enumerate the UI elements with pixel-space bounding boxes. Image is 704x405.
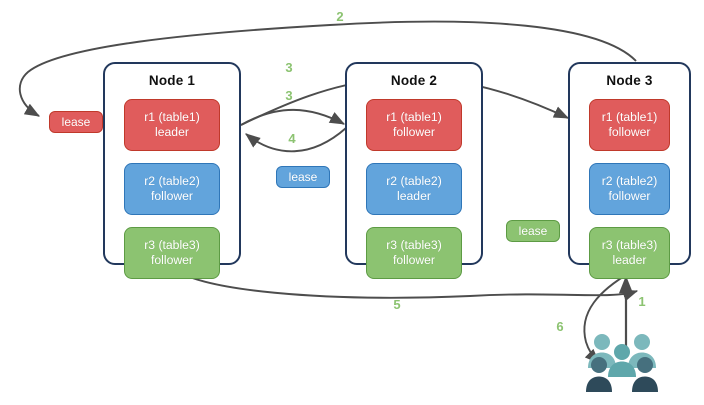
node-1-replica-r3-name: r3 (table3) xyxy=(144,238,200,252)
step-label-3b: 3 xyxy=(285,88,293,103)
people-front-row-bodies xyxy=(586,376,658,392)
node-2-replica-r1[interactable]: r1 (table1) follower xyxy=(366,99,462,151)
node-2-replica-r3[interactable]: r3 (table3) follower xyxy=(366,227,462,279)
step-label-5: 5 xyxy=(393,297,401,312)
node-1-replica-r3-role: follower xyxy=(151,253,193,267)
node-3-replica-r2-role: follower xyxy=(608,189,651,203)
people-icon xyxy=(586,334,658,392)
node-1-replica-r2-role: follower xyxy=(151,189,193,203)
node-1-replica-r1-name: r1 (table1) xyxy=(144,110,200,124)
node-3-replica-r2[interactable]: r2 (table2) follower xyxy=(589,163,670,215)
lease-blue-badge[interactable]: lease xyxy=(276,166,330,188)
node-2-replica-r2[interactable]: r2 (table2) leader xyxy=(366,163,462,215)
node-2-replica-r2-role: leader xyxy=(397,189,431,203)
node-3-title: Node 3 xyxy=(606,73,653,88)
node-2-replica-r3-role: follower xyxy=(393,253,435,267)
lease-green-badge[interactable]: lease xyxy=(506,220,560,242)
node-3-replica-r1-role: follower xyxy=(608,125,651,139)
node-2-replica-r1-name: r1 (table1) xyxy=(386,110,442,124)
node-3-box[interactable]: Node 3 r1 (table1) follower r2 (table2) … xyxy=(568,62,691,279)
people-front-row xyxy=(591,357,653,373)
step-label-2: 2 xyxy=(336,9,344,24)
node-3-replica-r3[interactable]: r3 (table3) leader xyxy=(589,227,670,279)
node-2-replica-r2-name: r2 (table2) xyxy=(386,174,442,188)
node-1-replica-r3[interactable]: r3 (table3) follower xyxy=(124,227,220,279)
node-1-title: Node 1 xyxy=(148,73,196,88)
node-2-replica-r1-role: follower xyxy=(393,125,435,139)
people-middle-figure xyxy=(608,344,636,377)
step-label-3a: 3 xyxy=(285,60,293,75)
node-3-replica-r3-role: leader xyxy=(612,253,647,267)
lease-red-badge[interactable]: lease xyxy=(49,111,103,133)
node-2-title: Node 2 xyxy=(390,73,438,88)
node-2-replica-r3-name: r3 (table3) xyxy=(386,238,442,252)
node-3-replica-r2-name: r2 (table2) xyxy=(601,174,658,188)
step-label-4: 4 xyxy=(288,131,296,146)
node-1-replica-r1-role: leader xyxy=(155,125,189,139)
node-1-replica-r1[interactable]: r1 (table1) leader xyxy=(124,99,220,151)
node-1-replica-r2[interactable]: r2 (table2) follower xyxy=(124,163,220,215)
node-2-box[interactable]: Node 2 r1 (table1) follower r2 (table2) … xyxy=(345,62,483,279)
node-1-replica-r2-name: r2 (table2) xyxy=(144,174,200,188)
node-1-box[interactable]: Node 1 r1 (table1) leader r2 (table2) fo… xyxy=(103,62,241,279)
step-label-1: 1 xyxy=(638,294,646,309)
node-3-replica-r1-name: r1 (table1) xyxy=(601,110,658,124)
step-label-6: 6 xyxy=(556,319,564,334)
node-3-replica-r3-name: r3 (table3) xyxy=(601,238,658,252)
node-3-replica-r1[interactable]: r1 (table1) follower xyxy=(589,99,670,151)
arrow-step-3-lower xyxy=(240,109,346,126)
